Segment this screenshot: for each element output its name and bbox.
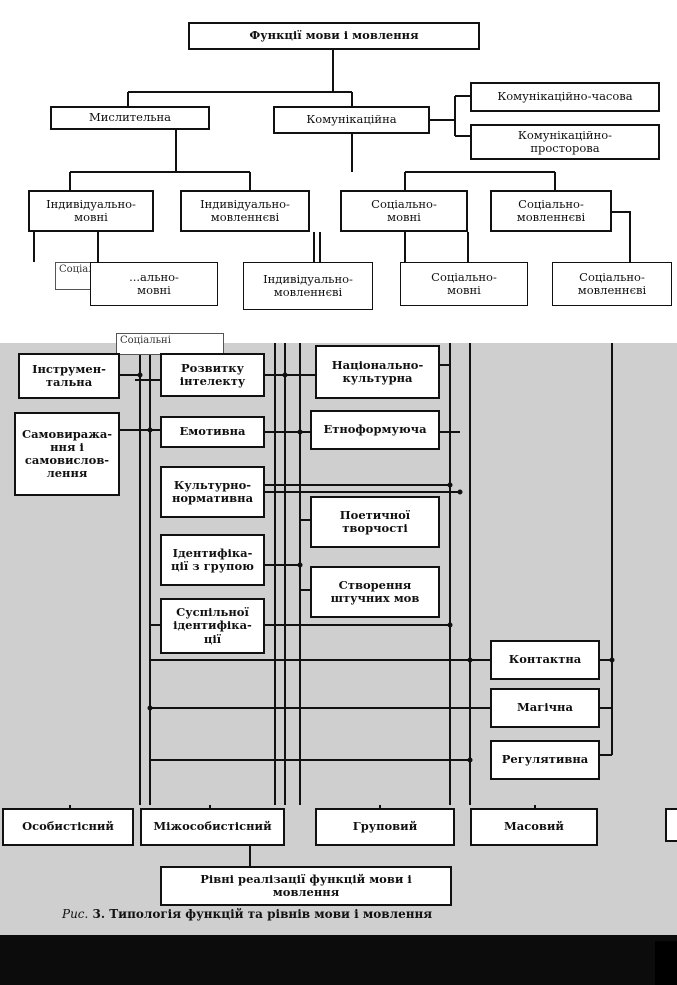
figure-caption: Рис. 3. Типологія функцій та рівнів мови…	[62, 907, 432, 921]
social-language-box: Соціально- мовні	[340, 190, 468, 232]
level-individual-box: Особистісний	[2, 808, 134, 846]
figure-caption-prefix: Рис.	[62, 907, 89, 921]
overlay-individual-speech-box: Індивідуально- мовленнєві	[243, 262, 373, 310]
individual-language-box: Індивідуально- мовні	[28, 190, 154, 232]
thinking-function-box: Мислительна	[50, 106, 210, 130]
bottom-dark-bar	[0, 935, 677, 985]
regulative-function-box: Регулятивна	[490, 740, 600, 780]
poetic-creativity-box: Поетичної творчості	[310, 496, 440, 548]
level-partial-edge	[665, 808, 677, 842]
intellect-development-box: Розвитку інтелекту	[160, 353, 265, 397]
group-identification-box: Ідентифіка- ції з групою	[160, 534, 265, 586]
overlay-social-speech-box: Соціально- мовленнєві	[552, 262, 672, 306]
communicative-function-box: Комунікаційна	[273, 106, 430, 134]
bottom-bar-corner	[655, 941, 677, 985]
cultural-normative-box: Культурно- нормативна	[160, 466, 265, 518]
level-group-box: Груповий	[315, 808, 455, 846]
social-identification-box: Суспільної ідентифіка- ції	[160, 598, 265, 654]
emotive-function-box: Емотивна	[160, 416, 265, 448]
ethnoformative-box: Етноформуюча	[310, 410, 440, 450]
social-speech-box: Соціально- мовленнєві	[490, 190, 612, 232]
level-interpersonal-box: Міжособистісний	[140, 808, 285, 846]
diagram-title-box: Функції мови і мовлення	[188, 22, 480, 50]
comm-space-function-box: Комунікаційно- просторова	[470, 124, 660, 160]
national-cultural-box: Національно- культурна	[315, 345, 440, 399]
levels-title-box: Рівні реалізації функцій мови і мовлення	[160, 866, 452, 906]
magic-function-box: Магічна	[490, 688, 600, 728]
contact-function-box: Контактна	[490, 640, 600, 680]
comm-time-function-box: Комунікаційно-часова	[470, 82, 660, 112]
overlay-social-language-box: Соціально- мовні	[400, 262, 528, 306]
figure-caption-text: 3. Типологія функцій та рівнів мови і мо…	[92, 907, 433, 921]
instrumental-function-box: Інструмен- тальна	[18, 353, 120, 399]
self-expression-function-box: Самовиража- ння і самовислов- лення	[14, 412, 120, 496]
artificial-languages-box: Створення штучних мов	[310, 566, 440, 618]
overlay-social-language-partial: ...ально- мовні	[90, 262, 218, 306]
individual-speech-box: Індивідуально- мовленнєві	[180, 190, 310, 232]
overlay-fragment-social-2: Соціальні	[116, 333, 224, 355]
level-mass-box: Масовий	[470, 808, 598, 846]
